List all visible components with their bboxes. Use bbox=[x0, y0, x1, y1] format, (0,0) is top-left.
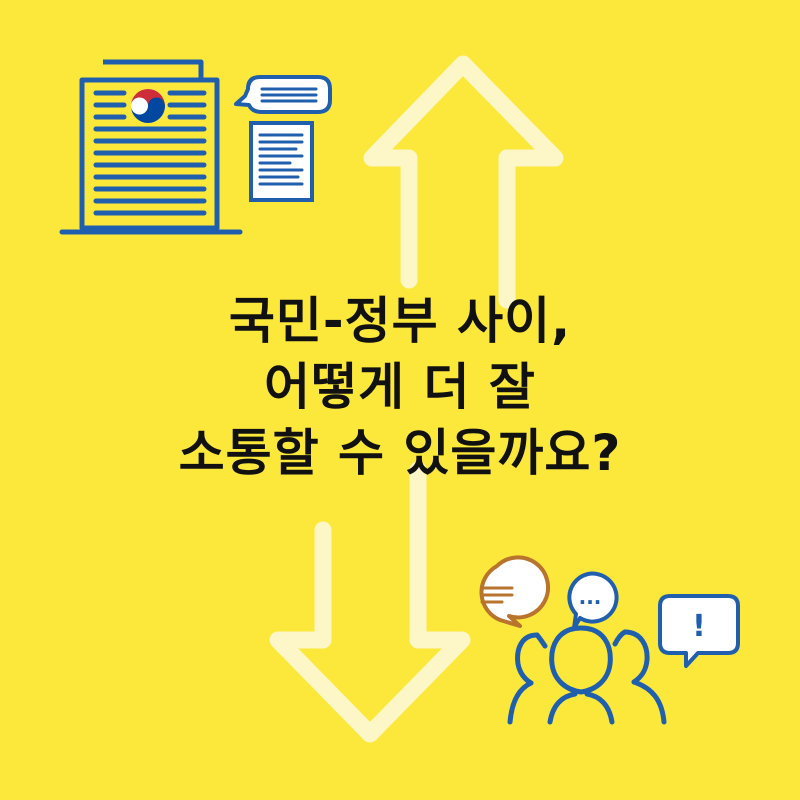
ellipsis-text: ... bbox=[579, 585, 602, 609]
headline-line-3: 소통할 수 있을까요? bbox=[178, 424, 622, 482]
speech-bubble-text-icon bbox=[234, 75, 332, 114]
speech-bubble-ellipsis-icon: ... bbox=[567, 571, 619, 630]
double-arrow-icon bbox=[269, 55, 564, 743]
headline-line-1: 국민-정부 사이, bbox=[228, 292, 572, 350]
building-windows bbox=[93, 90, 207, 216]
arrow-up-head bbox=[363, 55, 564, 307]
exclamation-text: ! bbox=[692, 609, 706, 644]
document-icon bbox=[249, 121, 314, 202]
headline: 국민-정부 사이, 어떻게 더 잘 소통할 수 있을까요? bbox=[0, 288, 800, 486]
taegeuk-emblem-icon bbox=[131, 89, 165, 123]
speech-bubble-orange-icon bbox=[479, 555, 550, 628]
headline-line-2: 어떻게 더 잘 bbox=[264, 358, 536, 416]
arrow-down-head bbox=[269, 461, 471, 743]
government-building-icon bbox=[59, 59, 243, 235]
speech-bubble-exclamation-icon: ! bbox=[658, 594, 740, 668]
people-group-icon bbox=[507, 625, 667, 725]
person-right bbox=[612, 629, 667, 725]
person-left bbox=[507, 632, 548, 725]
person-center bbox=[547, 625, 615, 725]
